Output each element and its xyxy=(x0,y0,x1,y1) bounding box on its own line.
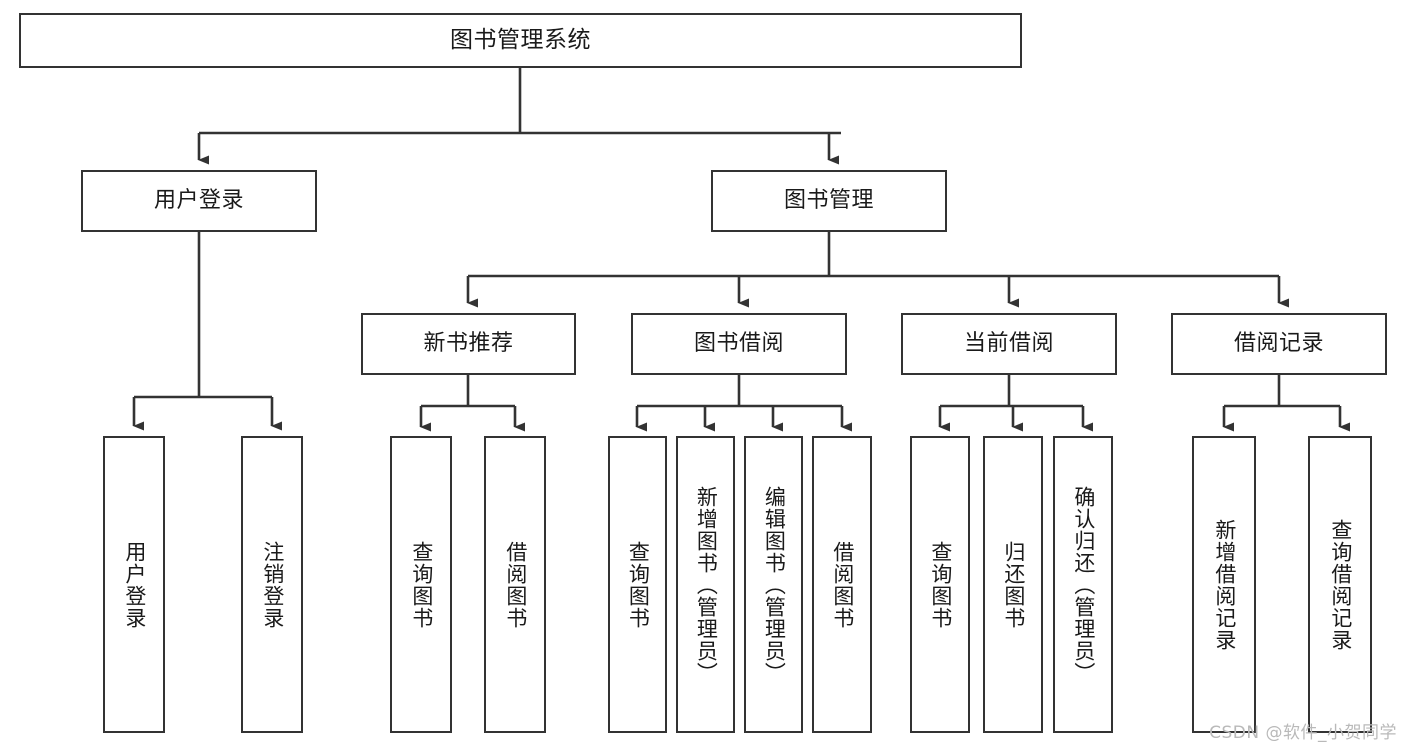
leaf-node-borrow-book-2[interactable]: 借阅图书 xyxy=(812,436,872,733)
leaf-node-edit-book[interactable]: 编辑图书（管理员） xyxy=(744,436,803,733)
leaf-label: 确认归还（管理员） xyxy=(1071,485,1096,684)
node-book-borrow[interactable]: 图书借阅 xyxy=(631,313,847,375)
node-new-book-recommend[interactable]: 新书推荐 xyxy=(361,313,576,375)
leaf-label: 借阅图书 xyxy=(503,540,528,629)
leaf-node-query-book-3[interactable]: 查询图书 xyxy=(910,436,970,733)
leaf-label: 新增图书（管理员） xyxy=(694,485,719,684)
leaf-node-add-borrow-record[interactable]: 新增借阅记录 xyxy=(1192,436,1256,733)
node-user-login[interactable]: 用户登录 xyxy=(81,170,317,232)
leaf-label: 新增借阅记录 xyxy=(1212,518,1237,651)
node-borrow-record[interactable]: 借阅记录 xyxy=(1171,313,1387,375)
node-root-system[interactable]: 图书管理系统 xyxy=(19,13,1022,68)
leaf-node-query-book-1[interactable]: 查询图书 xyxy=(390,436,452,733)
leaf-node-user-logout[interactable]: 注销登录 xyxy=(241,436,303,733)
node-current-borrow[interactable]: 当前借阅 xyxy=(901,313,1117,375)
leaf-node-query-book-2[interactable]: 查询图书 xyxy=(608,436,667,733)
leaf-node-user-login[interactable]: 用户登录 xyxy=(103,436,165,733)
node-book-manage[interactable]: 图书管理 xyxy=(711,170,947,232)
leaf-label: 查询图书 xyxy=(626,540,651,629)
leaf-node-add-book[interactable]: 新增图书（管理员） xyxy=(676,436,735,733)
leaf-label: 查询图书 xyxy=(409,540,434,629)
leaf-node-query-borrow-record[interactable]: 查询借阅记录 xyxy=(1308,436,1372,733)
leaf-label: 用户登录 xyxy=(122,540,147,629)
leaf-label: 注销登录 xyxy=(260,540,285,629)
leaf-node-return-book[interactable]: 归还图书 xyxy=(983,436,1043,733)
csdn-watermark: CSDN @软件_小贺同学 xyxy=(1209,723,1397,743)
leaf-label: 编辑图书（管理员） xyxy=(762,485,787,684)
leaf-label: 归还图书 xyxy=(1001,540,1026,629)
leaf-node-borrow-book-1[interactable]: 借阅图书 xyxy=(484,436,546,733)
leaf-label: 借阅图书 xyxy=(830,540,855,629)
leaf-label: 查询图书 xyxy=(928,540,953,629)
leaf-node-confirm-return[interactable]: 确认归还（管理员） xyxy=(1053,436,1113,733)
leaf-label: 查询借阅记录 xyxy=(1328,518,1353,651)
